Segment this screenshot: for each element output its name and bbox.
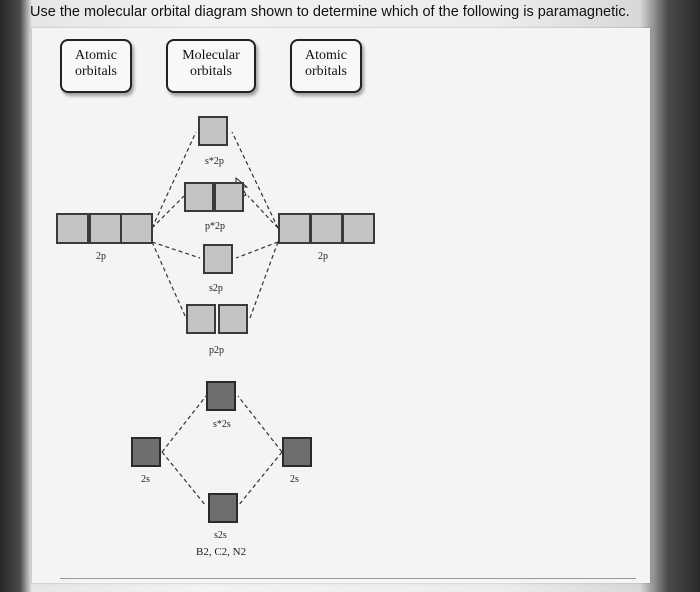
- label-sigma-2s: s2s: [214, 530, 227, 541]
- line-2s-right-sigma: [237, 451, 283, 507]
- orbital-sigma-2p-star: [198, 116, 228, 146]
- line-2p-right-sigma: [235, 241, 279, 259]
- orbital-2p-right-1: [278, 213, 311, 244]
- label-sigma-2p: s2p: [209, 283, 223, 294]
- orbital-2p-left-2: [89, 213, 122, 244]
- label-2s-left: 2s: [141, 474, 150, 485]
- line-2p-right-pi-star: [247, 195, 279, 229]
- line-2s-left-sigma-star: [161, 395, 207, 453]
- line-2s-left-sigma: [161, 451, 207, 507]
- header-atomic-orbitals-right: Atomic orbitals: [290, 39, 362, 93]
- orbital-2p-left-3: [120, 213, 153, 244]
- header-left-line1: Atomic: [75, 48, 117, 63]
- orbital-pi-2p-1: [186, 304, 216, 334]
- label-molecules-footer: B2, C2, N2: [196, 546, 247, 558]
- label-sigma-2p-star: s*2p: [205, 156, 224, 167]
- label-sigma-2s-star: s*2s: [213, 419, 231, 430]
- header-center-line2: orbitals: [190, 64, 232, 79]
- header-right-line2: orbitals: [305, 64, 347, 79]
- orbital-sigma-2s-star: [206, 381, 236, 411]
- line-2p-right-sigma-star: [231, 131, 279, 229]
- line-2p-right-pi: [249, 241, 279, 319]
- diagram-sheet: [32, 28, 650, 583]
- header-left-line2: orbitals: [75, 64, 117, 79]
- orbital-2s-left: [131, 437, 161, 467]
- question-text: Use the molecular orbital diagram shown …: [30, 4, 630, 20]
- line-2s-right-sigma-star: [237, 395, 283, 453]
- orbital-pi-2p-2: [218, 304, 248, 334]
- label-2p-left: 2p: [96, 251, 106, 262]
- header-atomic-orbitals-left: Atomic orbitals: [60, 39, 132, 93]
- orbital-sigma-2s: [208, 493, 238, 523]
- line-2p-left-sigma-star: [151, 131, 197, 229]
- line-2p-left-sigma: [151, 241, 201, 259]
- label-2p-right: 2p: [318, 251, 328, 262]
- line-2p-left-pi-star: [151, 195, 185, 229]
- header-right-line1: Atomic: [305, 48, 347, 63]
- line-2p-left-pi: [151, 241, 187, 319]
- header-center-line1: Molecular: [182, 48, 240, 63]
- orbital-pi-2p-star-1: [184, 182, 214, 212]
- orbital-2p-left-1: [56, 213, 89, 244]
- orbital-2s-right: [282, 437, 312, 467]
- orbital-sigma-2p: [203, 244, 233, 274]
- sheet-divider: [60, 578, 636, 579]
- orbital-pi-2p-star-2: [214, 182, 244, 212]
- label-2s-right: 2s: [290, 474, 299, 485]
- header-molecular-orbitals: Molecular orbitals: [166, 39, 256, 93]
- label-pi-2p: p2p: [209, 345, 224, 356]
- orbital-2p-right-3: [342, 213, 375, 244]
- orbital-2p-right-2: [310, 213, 343, 244]
- label-pi-2p-star: p*2p: [205, 221, 225, 232]
